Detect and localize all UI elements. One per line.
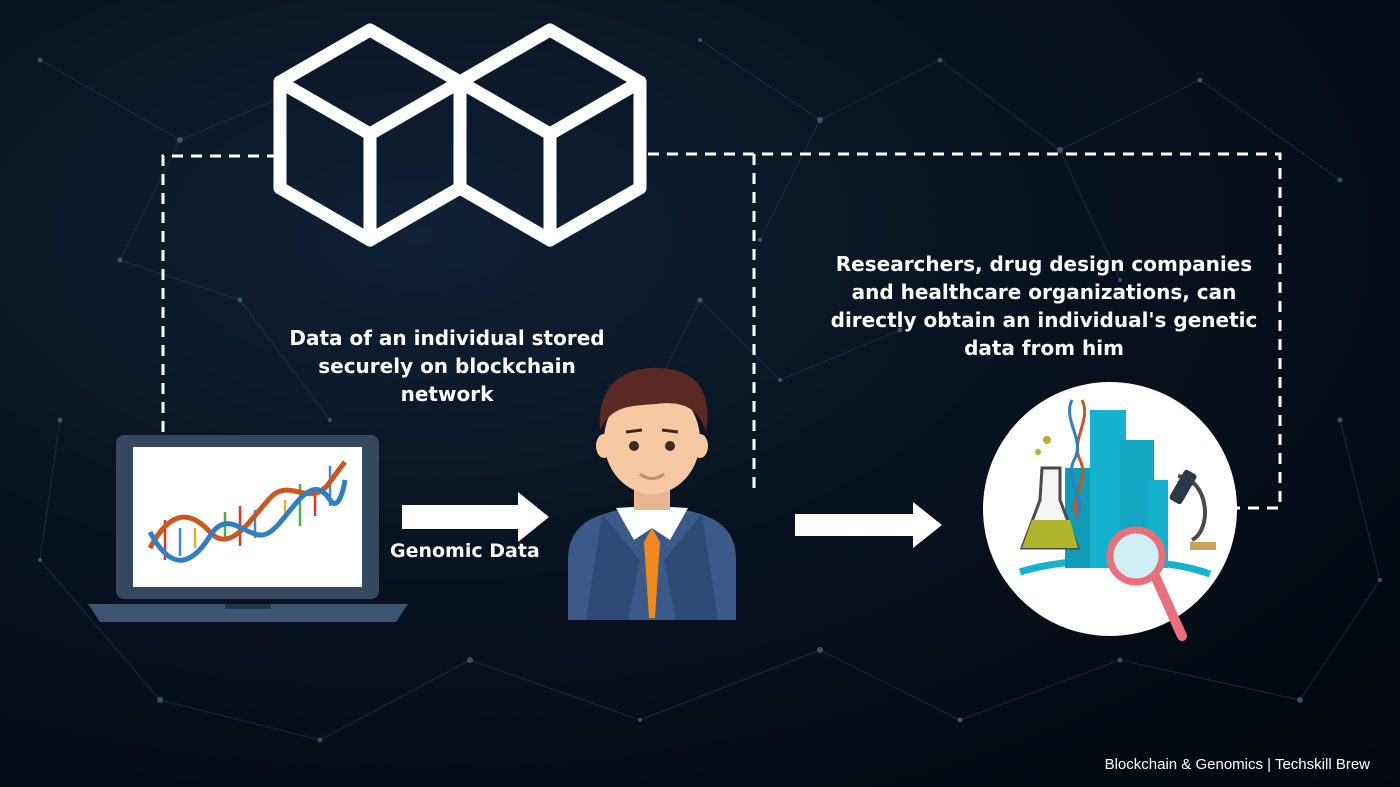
dashed-connector-right [648,152,1282,510]
arrow-laptop-to-person [402,492,549,542]
recipients-description: Researchers, drug design companies and h… [830,252,1258,360]
footer-separator: | [1263,756,1275,773]
dashed-connector-left [161,154,278,432]
genomic-data-label: Genomic Data [390,540,540,562]
footer-credit: Blockchain & Genomics | Techskill Brew [1105,756,1370,773]
arrow-person-to-research [795,502,942,548]
blockchain-description: Data of an individual stored securely on… [289,326,605,406]
dna-helix-icon [147,460,348,563]
footer-topic: Blockchain & Genomics [1104,756,1263,773]
footer-brand: Techskill Brew [1274,756,1370,773]
businessman-icon [568,367,736,620]
research-lab-icon [983,382,1237,641]
blockchain-cubes-icon [273,23,647,247]
